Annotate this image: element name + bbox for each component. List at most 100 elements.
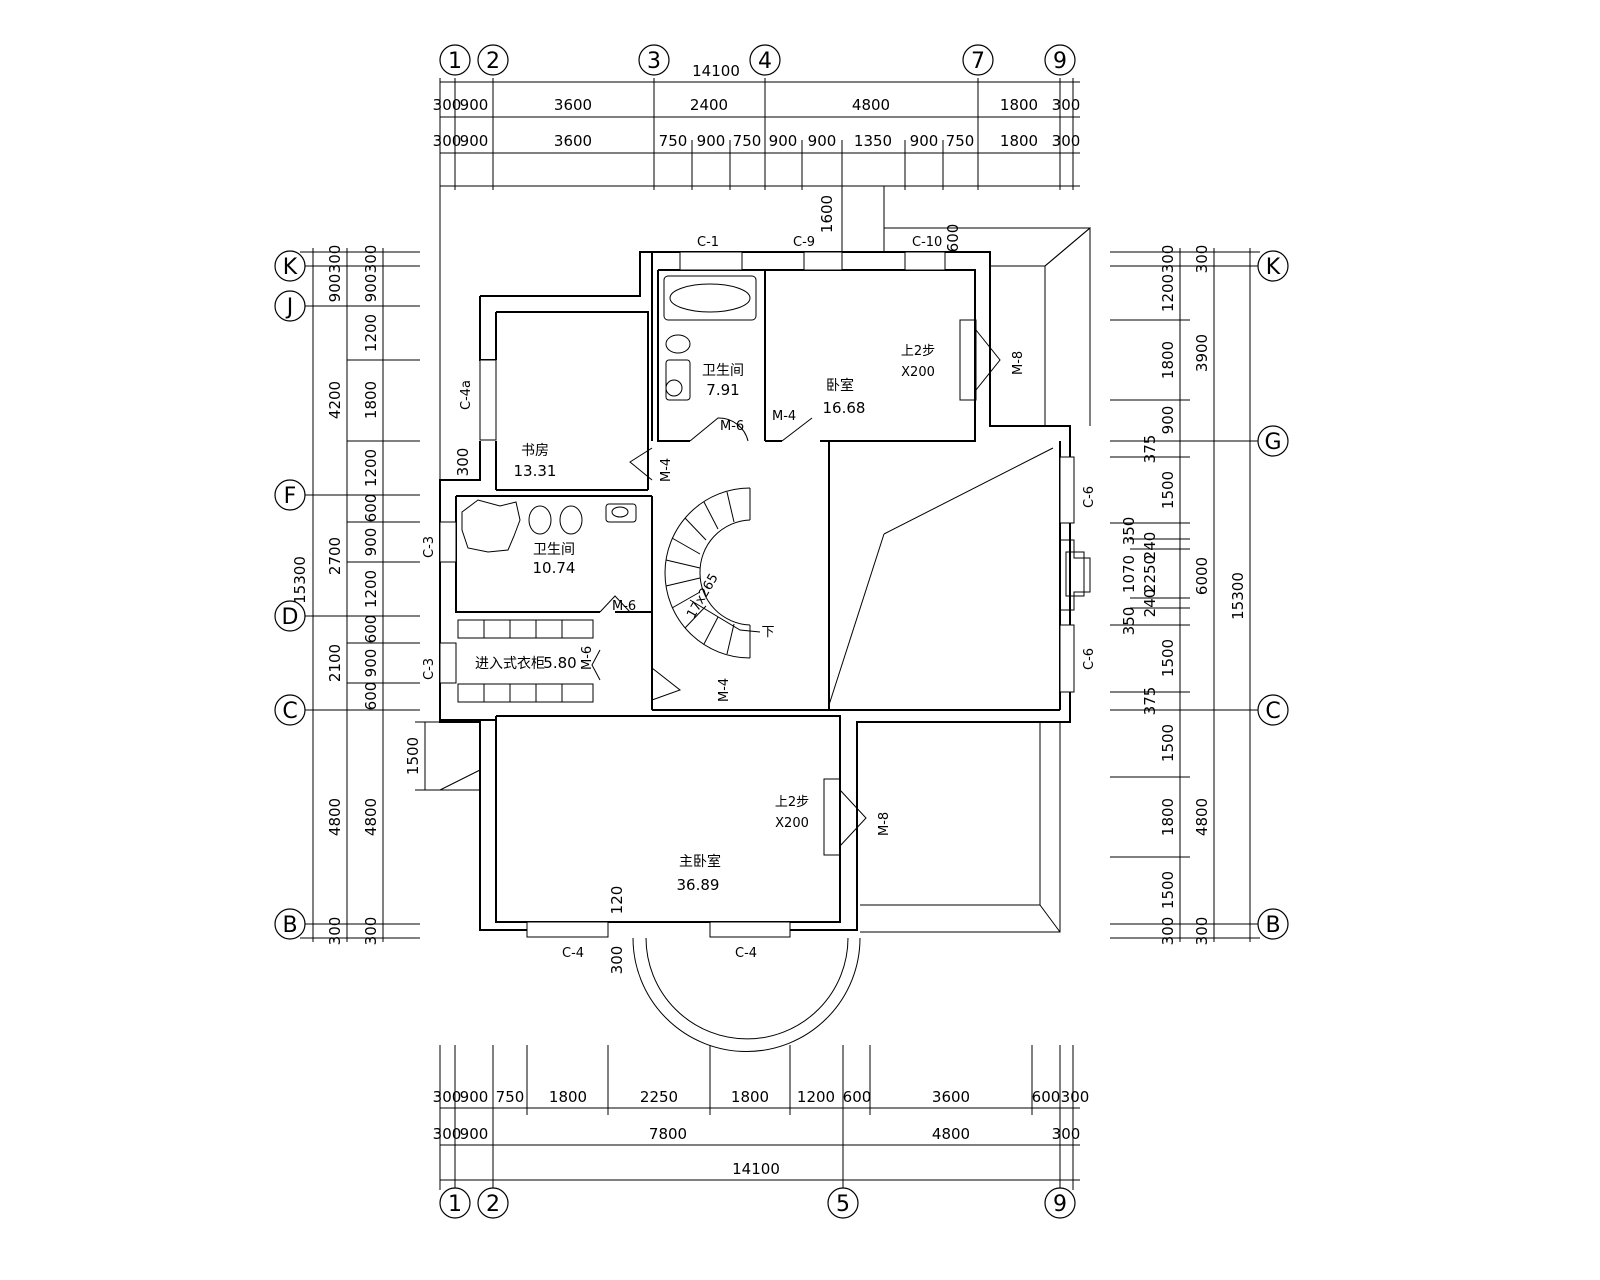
dim-right-i8: 1070	[1120, 555, 1138, 593]
room-wardrobe-name: 进入式衣柜	[475, 656, 545, 672]
dim-bot-r2-2: 7800	[649, 1125, 687, 1143]
dim-right-m0: 300	[1193, 245, 1211, 274]
dim-left-i8: 600	[362, 615, 380, 644]
dim-bot-r1-7: 600	[843, 1088, 872, 1106]
dim-bot-r2-3: 4800	[932, 1125, 970, 1143]
dim-right-i6: 350	[1120, 517, 1138, 546]
dim-top-r1-0: 300	[433, 96, 462, 114]
window-c4-br	[709, 921, 791, 938]
dim-top-total: 14100	[692, 62, 740, 80]
window-c6b	[1059, 624, 1075, 693]
doors	[591, 319, 1001, 856]
window-c4a	[479, 359, 497, 441]
tag-m4b: M-4	[659, 458, 674, 482]
tag-c4a: C-4a	[459, 380, 474, 410]
axis-right-b: B	[1265, 913, 1280, 938]
axis-top-2: 2	[486, 49, 500, 74]
axis-bottom-1: 1	[448, 1192, 462, 1217]
dim-bot-r1-2: 750	[496, 1088, 525, 1106]
axis-right-g: G	[1264, 430, 1281, 455]
dim-top-r2-4: 900	[697, 132, 726, 150]
dim-top-r2-7: 900	[808, 132, 837, 150]
dim-top-r2-5: 750	[733, 132, 762, 150]
axis-left-b: B	[282, 913, 297, 938]
room-master-name: 主卧室	[679, 853, 721, 870]
dim-top-r1-3: 2400	[690, 96, 728, 114]
dim-right-m3: 6000	[1193, 557, 1211, 595]
dim-left-i3: 1800	[362, 381, 380, 419]
note-down: 下	[761, 625, 774, 640]
dim-top-r1-5: 1800	[1000, 96, 1038, 114]
room-study-name: 书房	[521, 443, 549, 459]
right-dimension-text: 1200 300 1800 900 375 1500 350 240 1070 …	[1120, 245, 1247, 946]
axis-top-4: 4	[758, 49, 772, 74]
dim-right-i7: 240	[1141, 532, 1159, 561]
fireplace	[1060, 539, 1091, 611]
room-study-area: 13.31	[514, 462, 557, 480]
tag-m6b: M-6	[612, 599, 636, 614]
dim-left-i6: 900	[362, 528, 380, 557]
dim-right-i10: 350	[1120, 607, 1138, 636]
dim-bot-r2-1: 900	[460, 1125, 489, 1143]
note-step1: 上2步	[901, 344, 935, 359]
door-m8-lower	[823, 778, 841, 856]
dim-bot-r1-1: 900	[460, 1088, 489, 1106]
dim-left-o6: 300	[326, 917, 344, 946]
dim-left-o5: 4800	[326, 798, 344, 836]
dim-left-i5: 600	[362, 494, 380, 523]
dim-top-r2-3: 750	[659, 132, 688, 150]
dim-top-r1-4: 4800	[852, 96, 890, 114]
spiral-stair	[664, 487, 761, 659]
dim-right-m1: 3900	[1193, 334, 1211, 372]
dim-right-i4: 375	[1141, 435, 1159, 464]
dim-bot-r1-4: 2250	[640, 1088, 678, 1106]
note-step1b: X200	[901, 365, 935, 380]
dim-top-r2-8: 1350	[854, 132, 892, 150]
dim-right-m5: 300	[1193, 917, 1211, 946]
axis-bubbles	[274, 44, 1289, 1219]
tag-m4c: M-4	[717, 678, 732, 702]
dim-right-i15: 1500	[1159, 871, 1177, 909]
dim-right-i1: 300	[1159, 245, 1177, 274]
dim-bot-r1-9: 600	[1032, 1088, 1061, 1106]
axis-top-9: 9	[1053, 49, 1067, 74]
notes: 上2步 X200 上2步 X200 17x265 下	[684, 344, 935, 831]
dim-top-r1-6: 300	[1052, 96, 1081, 114]
dim-top-r2-1: 900	[460, 132, 489, 150]
dim-bot-r2-0: 300	[433, 1125, 462, 1143]
window-c3b	[439, 642, 457, 684]
windows	[439, 251, 1075, 938]
dim-right-i5: 1500	[1159, 471, 1177, 509]
dim-bot-r1-6: 1200	[797, 1088, 835, 1106]
tag-c3a: C-3	[422, 536, 437, 558]
tag-c4-right: C-4	[735, 946, 757, 961]
room-bath2-name: 卫生间	[533, 542, 575, 558]
window-c4-bl	[526, 921, 609, 938]
dim-left-i11: 4800	[362, 798, 380, 836]
door-m8-upper	[959, 319, 977, 401]
window-c1	[679, 251, 743, 271]
dim-left-o0: 900	[326, 274, 344, 303]
dim-300-left: 300	[454, 448, 472, 477]
dim-1500-left: 1500	[404, 737, 422, 775]
left-dimension-text: 15300 900 300 4200 2700 2100 4800 300 90…	[291, 245, 380, 946]
window-c3a	[439, 521, 457, 563]
dim-top-r1-2: 3600	[554, 96, 592, 114]
tag-c6a: C-6	[1082, 486, 1097, 508]
dim-bot-r1-5: 1800	[731, 1088, 769, 1106]
room-bedroom-area: 16.68	[823, 399, 866, 417]
dim-bot-r1-10: 300	[1061, 1088, 1090, 1106]
room-bath1-area: 7.91	[706, 381, 739, 399]
room-wardrobe-area: 5.80	[543, 654, 576, 672]
axis-labels: 1 2 3 4 7 9 1 2 5 9 K J F D C B K G C B	[282, 49, 1282, 1217]
dim-left-o4: 2100	[326, 644, 344, 682]
misc-dimension-text: 1600 600 300 1500 120 300	[404, 195, 962, 974]
toilet-icon	[665, 334, 691, 354]
dim-bot-total: 14100	[732, 1160, 780, 1178]
room-master-area: 36.89	[677, 876, 720, 894]
dim-right-i13: 1500	[1159, 724, 1177, 762]
dim-top-r2-6: 900	[769, 132, 798, 150]
dimension-lines	[300, 78, 1260, 1190]
dim-right-i3: 900	[1159, 406, 1177, 435]
axis-bottom-9: 9	[1053, 1192, 1067, 1217]
